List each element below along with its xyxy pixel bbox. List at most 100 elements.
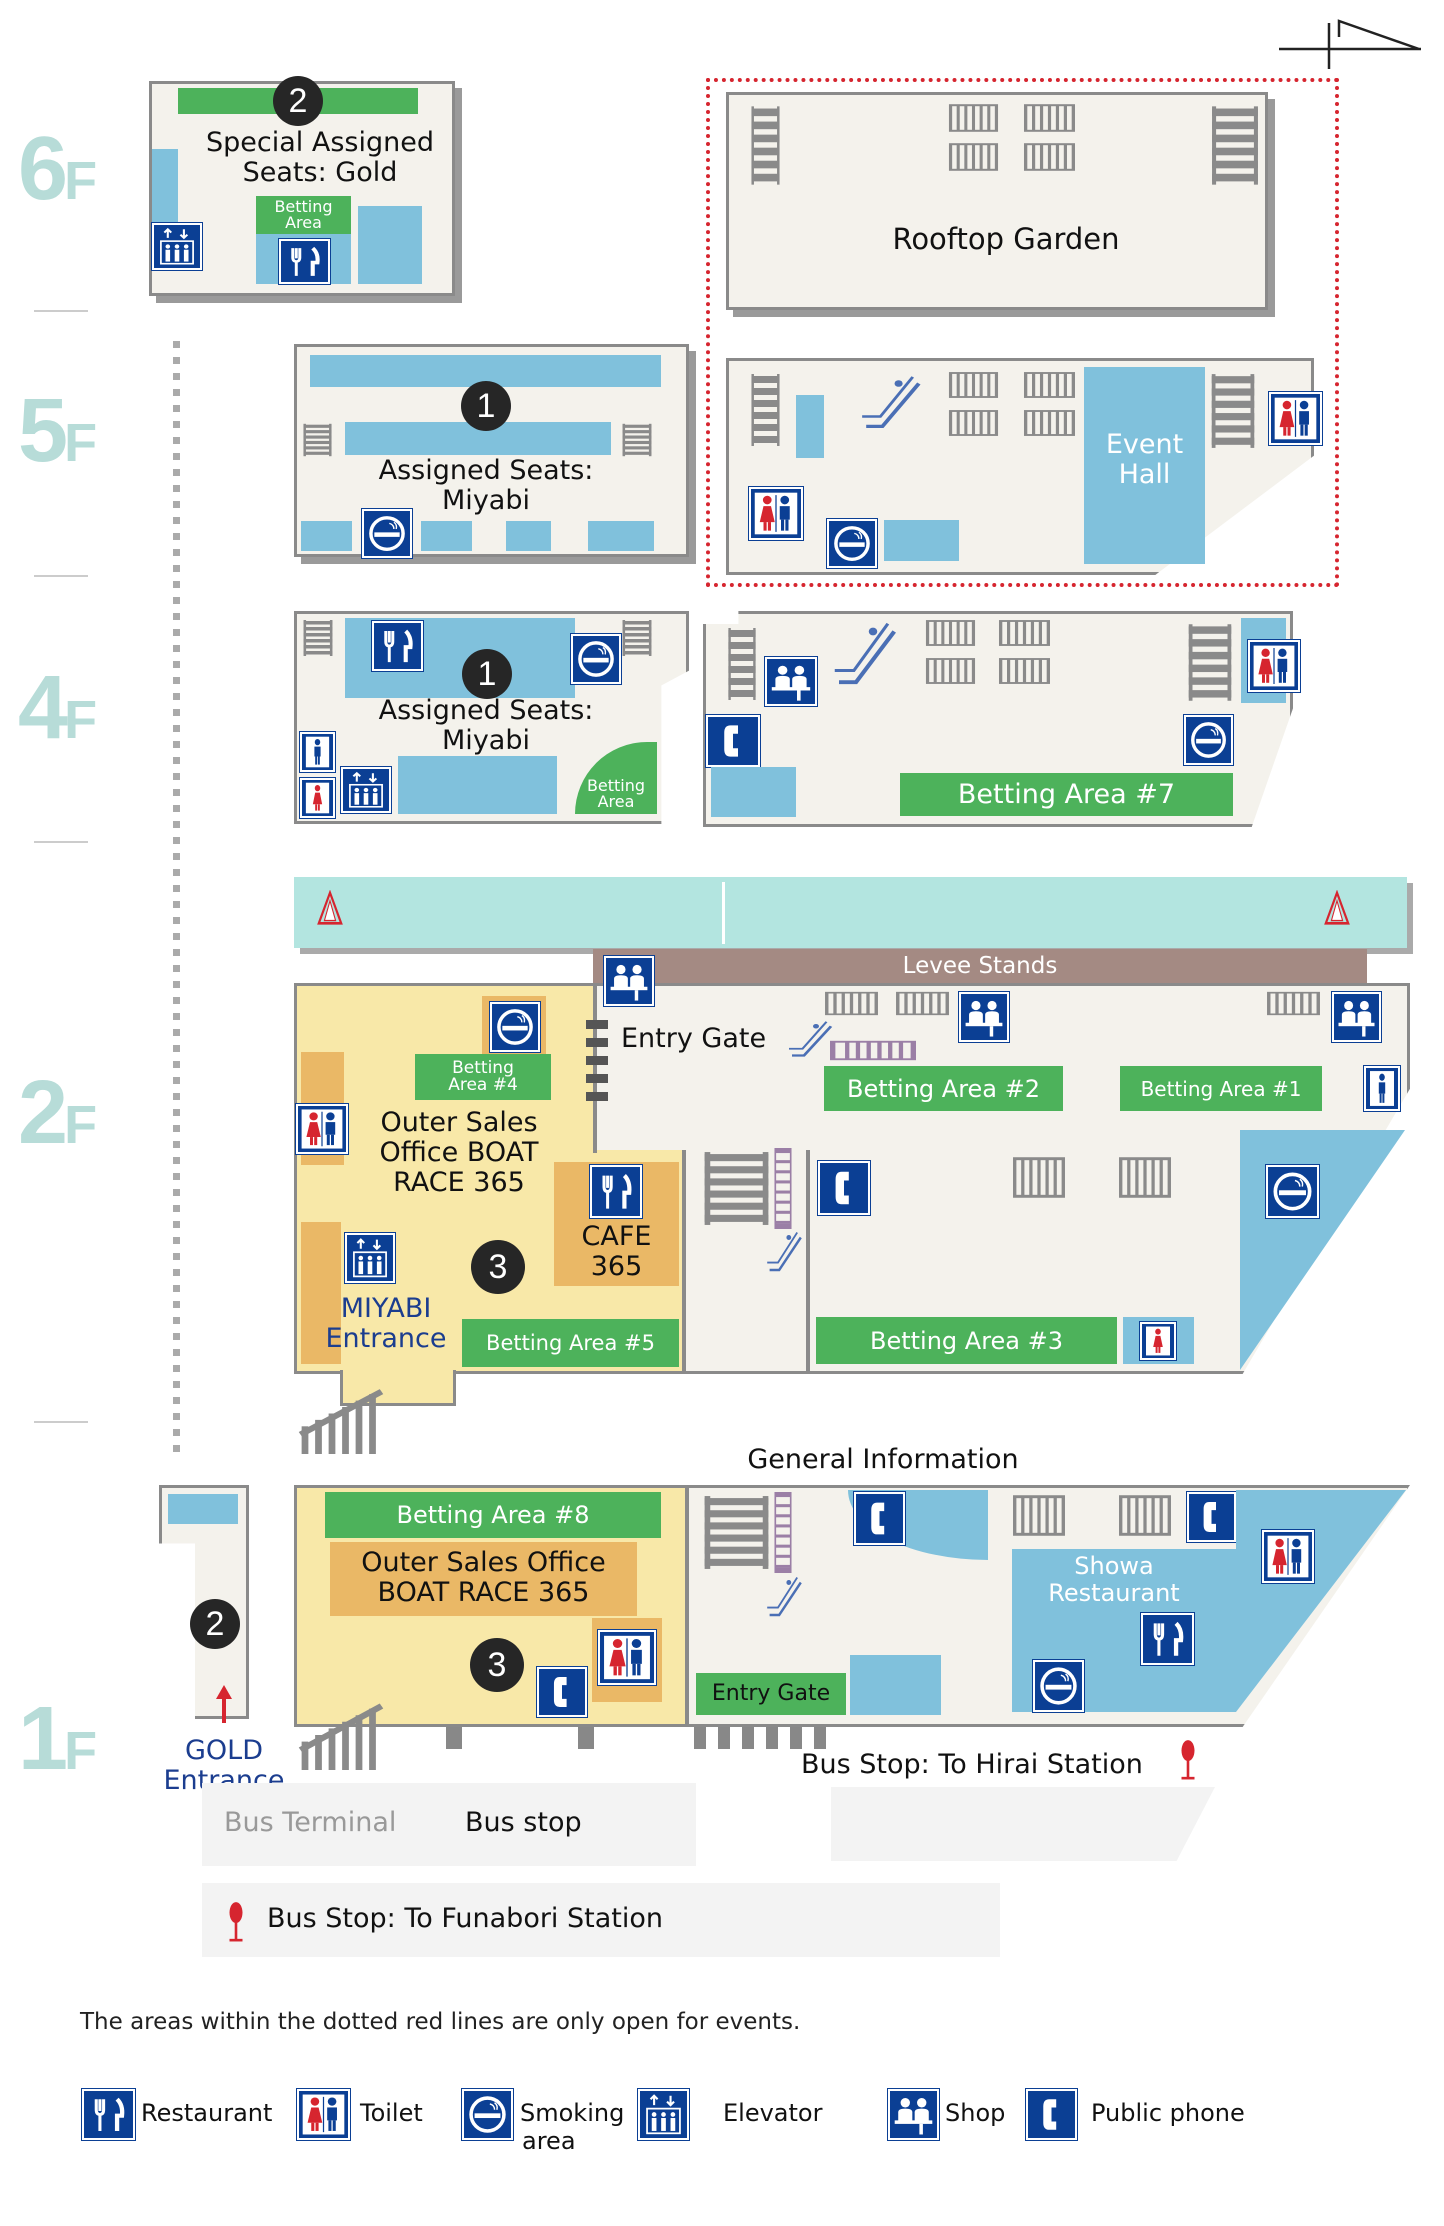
bench-icon — [948, 141, 999, 173]
toilet-male-icon — [299, 731, 336, 773]
toilet-icon — [295, 1103, 349, 1155]
smoking-area-icon — [361, 508, 413, 559]
bus-stop-label: Bus stop — [465, 1807, 582, 1838]
toilet-female-icon — [1139, 1321, 1177, 1361]
elevator-shaft-dotted-line — [173, 341, 180, 1457]
bench-icon — [1023, 102, 1076, 134]
wall — [682, 1150, 686, 1372]
stairs-icon — [301, 618, 335, 658]
bus-terminal-area — [202, 1783, 696, 1866]
bench-icon — [1023, 141, 1076, 173]
floor-label-6f: 6F — [18, 119, 98, 219]
seating-block — [850, 1655, 941, 1715]
legend-elevator-label: Elevator — [723, 2099, 823, 2127]
river-view-strip — [294, 877, 1407, 948]
public-phone-icon — [1186, 1491, 1237, 1543]
public-phone-icon — [705, 714, 761, 768]
seating-block — [398, 756, 557, 814]
toilet-female-icon — [299, 777, 336, 819]
betting-area-3: Betting Area #3 — [816, 1317, 1117, 1364]
entrance-arrow-icon — [214, 1683, 234, 1723]
floor-label-5f: 5F — [18, 381, 98, 481]
gate-bar — [578, 1727, 594, 1749]
event-only-dotted-boundary — [706, 78, 1339, 587]
stairs-icon — [620, 618, 654, 658]
betting-area-8: Betting Area #8 — [325, 1492, 661, 1538]
bench-icon — [1012, 1154, 1066, 1201]
stairs-icon — [1208, 102, 1262, 189]
floor-divider — [34, 1421, 88, 1423]
bus-stop-funabori-area — [202, 1883, 1000, 1957]
stairs-icon — [726, 624, 758, 704]
escalator-icon — [822, 612, 907, 690]
seating-block — [506, 521, 551, 551]
stairs-icon — [699, 1492, 774, 1573]
shop-strip — [301, 1222, 341, 1364]
toilet-icon — [597, 1629, 657, 1686]
bench-icon — [948, 408, 999, 438]
rooftop-garden-label: Rooftop Garden — [892, 222, 1120, 256]
escalator-icon — [760, 1225, 808, 1275]
seating-block — [358, 206, 422, 284]
entry-gate-1f: Entry Gate — [696, 1673, 846, 1715]
escalator-icon — [760, 1570, 808, 1620]
floor-divider — [34, 575, 88, 577]
smoking-area-icon — [1032, 1659, 1085, 1713]
seating-block — [588, 521, 654, 551]
restaurant-icon — [1140, 1612, 1195, 1666]
shop-icon — [958, 991, 1010, 1043]
stairs-icon — [749, 102, 782, 189]
warning-icon — [316, 890, 344, 926]
stairs-icon — [1208, 370, 1258, 452]
bench-icon — [1012, 1492, 1066, 1539]
bench-icon — [925, 656, 976, 686]
elevator-icon — [344, 1232, 396, 1284]
bench-icon — [998, 618, 1051, 648]
seating-block — [796, 395, 824, 458]
bus-stop-pin-icon — [223, 1900, 249, 1942]
wall — [685, 1485, 689, 1727]
bench-icon — [948, 102, 999, 134]
toilet-icon — [1261, 1529, 1315, 1584]
bus-terminal-label: Bus Terminal — [224, 1807, 397, 1838]
betting-area-1: Betting Area #1 — [1120, 1066, 1322, 1111]
bench-icon — [925, 618, 976, 648]
strip-divider — [722, 882, 725, 944]
smoking-area-icon — [489, 1001, 541, 1053]
stairs-icon — [301, 422, 334, 458]
elevator-icon — [151, 222, 203, 271]
escalator-steps-icon — [830, 1038, 916, 1063]
elevator-icon — [637, 2088, 690, 2141]
toilet-icon — [1247, 639, 1301, 693]
restaurant-icon — [278, 238, 331, 285]
legend-restaurant-label: Restaurant — [141, 2099, 273, 2127]
smoking-area-icon — [826, 518, 878, 569]
smoking-area-icon — [1265, 1164, 1320, 1219]
public-phone-icon — [853, 1491, 906, 1546]
event-areas-note: The areas within the dotted red lines ar… — [80, 2009, 801, 2035]
betting-area-5: Betting Area #5 — [462, 1319, 679, 1367]
shop-icon — [887, 2088, 940, 2141]
escalator-steps-icon — [772, 1492, 794, 1573]
public-phone-icon — [1025, 2088, 1078, 2141]
public-phone-icon — [817, 1160, 871, 1216]
legend-toilet-label: Toilet — [360, 2099, 423, 2127]
bench-icon — [998, 656, 1051, 686]
bench-icon — [824, 990, 879, 1017]
smoking-area-icon — [1183, 714, 1234, 766]
bus-stop-pin-icon — [1175, 1738, 1201, 1780]
escalator-icon — [850, 367, 931, 433]
smoking-area-icon — [461, 2088, 514, 2141]
toilet-male-icon — [1363, 1065, 1401, 1112]
stairs-icon — [620, 422, 654, 458]
stairs-icon — [749, 370, 782, 450]
north-arrow-icon — [1279, 17, 1421, 69]
toilet-icon — [296, 2088, 351, 2141]
bench-icon — [895, 990, 950, 1017]
bench-icon — [948, 370, 999, 400]
elevator-icon — [340, 766, 392, 814]
floor-divider — [34, 841, 88, 843]
